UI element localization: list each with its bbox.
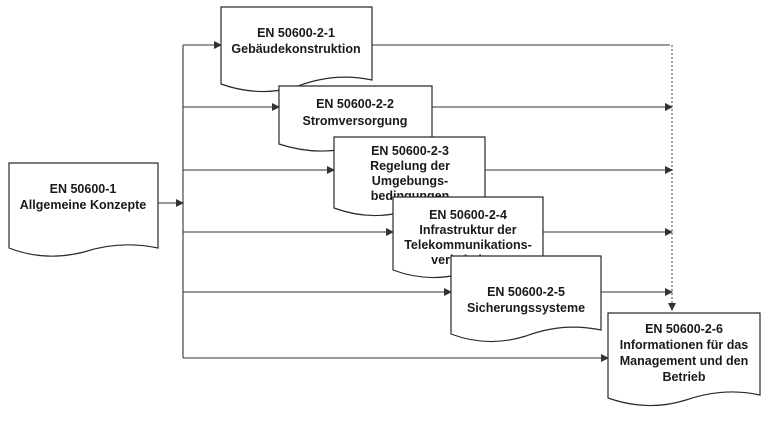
doc-en50600-1-line1: EN 50600-1 <box>50 182 117 196</box>
doc-en50600-2-2-line2: Stromversorgung <box>303 114 408 128</box>
doc-en50600-2-5-line2: Sicherungssysteme <box>467 301 585 315</box>
doc-en50600-2-4-line2: Infrastruktur der <box>419 223 516 237</box>
doc-en50600-2-4-line1: EN 50600-2-4 <box>429 208 507 222</box>
doc-en50600-2-2-line1: EN 50600-2-2 <box>316 97 394 111</box>
doc-en50600-2-6: EN 50600-2-6 Informationen für das Manag… <box>607 312 761 407</box>
doc-en50600-2-1: EN 50600-2-1 Gebäudekonstruktion <box>220 6 373 93</box>
doc-en50600-2-3-line3: Umgebungs- <box>372 174 448 188</box>
doc-en50600-2-3-line2: Regelung der <box>370 159 450 173</box>
doc-en50600-2-6-line4: Betrieb <box>662 370 705 384</box>
doc-en50600-1-line2: Allgemeine Konzepte <box>20 198 146 212</box>
doc-en50600-2-5: EN 50600-2-5 Sicherungssysteme <box>450 255 602 343</box>
doc-en50600-2-5-line1: EN 50600-2-5 <box>487 285 565 299</box>
doc-en50600-2-6-line3: Management und den <box>620 354 748 368</box>
doc-en50600-1: EN 50600-1 Allgemeine Konzepte <box>8 162 159 257</box>
doc-en50600-2-3-line1: EN 50600-2-3 <box>371 144 449 158</box>
doc-en50600-2-6-line2: Informationen für das <box>620 338 749 352</box>
doc-en50600-2-1-line1: EN 50600-2-1 <box>257 26 335 40</box>
doc-en50600-2-6-line1: EN 50600-2-6 <box>645 322 723 336</box>
doc-en50600-2-1-line2: Gebäudekonstruktion <box>231 42 360 56</box>
doc-en50600-2-4-line3: Telekommunikations- <box>404 238 532 252</box>
